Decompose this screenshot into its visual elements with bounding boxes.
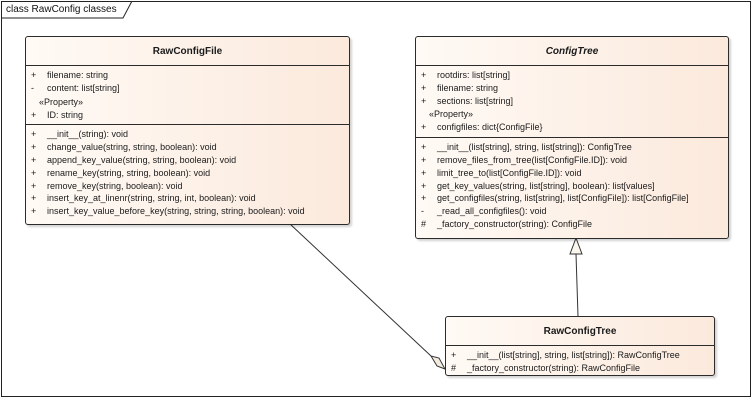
visibility-marker: + xyxy=(421,193,427,204)
operation-row[interactable]: + rename_key(string, string, boolean): vo… xyxy=(26,167,349,180)
operation-text: _factory_constructor(string): ConfigFile xyxy=(437,218,593,229)
operation-text: change_value(string, string, boolean): v… xyxy=(47,142,217,153)
operation-row[interactable]: + insert_key_at_linenr(string, string, in… xyxy=(26,192,349,205)
visibility-marker: # xyxy=(451,362,457,373)
class-config-tree[interactable]: ConfigTree + rootdirs: list[string] + file… xyxy=(415,36,729,239)
operation-text: __init__(string): void xyxy=(47,129,129,140)
visibility-marker: + xyxy=(451,350,457,360)
visibility-marker: + xyxy=(31,142,37,153)
operation-row[interactable]: + remove_files_from_tree(list[ConfigFile.… xyxy=(416,154,728,167)
visibility-marker: + xyxy=(31,167,37,178)
aggregation-line[interactable] xyxy=(289,223,432,357)
operations-section: + __init__(string): void + change_value(st… xyxy=(26,124,349,221)
attribute-row[interactable]: + sections: list[string] xyxy=(416,95,728,108)
operation-text: rename_key(string, string, boolean): voi… xyxy=(47,167,211,178)
attribute-text: filename: string xyxy=(437,82,499,93)
operation-row[interactable]: + remove_key(string, boolean): void xyxy=(26,180,349,193)
property-text: ID: string xyxy=(47,109,84,120)
visibility-marker: + xyxy=(421,82,427,93)
attribute-row[interactable]: + filename: string xyxy=(26,69,349,82)
operation-text: limit_tree_to(list[ConfigFile.ID]): void xyxy=(437,167,582,178)
operation-text: _factory_constructor(string): RawConfigF… xyxy=(467,362,641,373)
aggregation-diamond-icon xyxy=(429,355,447,370)
attribute-text: rootdirs: list[string] xyxy=(437,70,511,80)
visibility-marker: + xyxy=(421,70,427,80)
attributes-section: + filename: string - content: list[string]… xyxy=(26,66,349,124)
attribute-row[interactable]: + rootdirs: list[string] xyxy=(416,69,728,82)
attribute-text: content: list[string] xyxy=(47,82,120,93)
visibility-marker: + xyxy=(421,167,427,178)
generalization-line[interactable] xyxy=(575,253,579,317)
visibility-marker: + xyxy=(421,122,427,133)
property-row[interactable]: + configfiles: dict{ConfigFile} xyxy=(416,121,728,134)
operation-text: remove_files_from_tree(list[ConfigFile.I… xyxy=(437,154,628,165)
frame-tab-shape xyxy=(1,1,133,19)
visibility-marker: + xyxy=(421,180,427,191)
visibility-marker: + xyxy=(31,193,37,204)
operation-text: get_configfiles(string, list[string], li… xyxy=(437,193,689,204)
property-stereotype: «Property» xyxy=(39,96,84,107)
attributes-section: + rootdirs: list[string] + filename: strin… xyxy=(416,66,728,137)
frame-title: class RawConfig classes xyxy=(6,4,117,15)
operation-text: __init__(list[string], string, list[stri… xyxy=(467,350,680,360)
operation-text: _read_all_configfiles(): void xyxy=(437,206,547,217)
attribute-text: filename: string xyxy=(47,70,109,80)
visibility-marker: + xyxy=(31,129,37,140)
operation-row[interactable]: - _read_all_configfiles(): void xyxy=(416,205,728,218)
operation-text: insert_key_at_linenr(string, string, int… xyxy=(47,193,256,204)
property-stereotype: «Property» xyxy=(429,109,474,120)
visibility-marker: # xyxy=(421,218,427,229)
operation-row[interactable]: + get_configfiles(string, list[string], l… xyxy=(416,192,728,205)
class-raw-config-tree[interactable]: RawConfigTree + __init__(list[string], st… xyxy=(445,316,715,376)
visibility-marker: - xyxy=(421,206,424,217)
visibility-marker: - xyxy=(31,82,34,93)
property-row[interactable]: + ID: string xyxy=(26,109,349,122)
operation-row[interactable]: + __init__(string): void xyxy=(26,128,349,141)
operations-section: + __init__(list[string], string, list[str… xyxy=(416,137,728,234)
attribute-text: sections: list[string] xyxy=(437,95,514,106)
property-text: configfiles: dict{ConfigFile} xyxy=(437,122,543,133)
operation-row[interactable]: + __init__(list[string], string, list[str… xyxy=(446,349,714,362)
class-name: RawConfigTree xyxy=(446,317,714,346)
visibility-marker: + xyxy=(31,109,37,120)
visibility-marker: + xyxy=(421,154,427,165)
operation-row[interactable]: + __init__(list[string], string, list[str… xyxy=(416,141,728,154)
class-name: RawConfigFile xyxy=(26,37,349,66)
visibility-marker: + xyxy=(31,70,37,80)
visibility-marker: + xyxy=(31,154,37,165)
attribute-row[interactable]: - content: list[string] xyxy=(26,82,349,95)
class-raw-config-file[interactable]: RawConfigFile + filename: string - content… xyxy=(25,36,350,225)
operation-row[interactable]: + limit_tree_to(list[ConfigFile.ID]): voi… xyxy=(416,167,728,180)
visibility-marker: + xyxy=(31,180,37,191)
operation-text: insert_key_value_before_key(string, stri… xyxy=(47,206,305,217)
visibility-marker: + xyxy=(421,95,427,106)
attribute-row[interactable]: + filename: string xyxy=(416,82,728,95)
operation-row[interactable]: + get_key_values(string, list[string], bo… xyxy=(416,180,728,193)
operation-row[interactable]: # _factory_constructor(string): ConfigFil… xyxy=(416,218,728,231)
operation-text: __init__(list[string], string, list[stri… xyxy=(437,142,632,153)
visibility-marker: + xyxy=(421,142,427,153)
operations-section: + __init__(list[string], string, list[str… xyxy=(446,346,714,378)
operation-text: remove_key(string, boolean): void xyxy=(47,180,183,191)
operation-row[interactable]: + insert_key_value_before_key(string, str… xyxy=(26,205,349,218)
operation-row[interactable]: + append_key_value(string, string, boolea… xyxy=(26,154,349,167)
visibility-marker: + xyxy=(31,206,37,217)
generalization-arrow-icon xyxy=(569,236,583,255)
operation-text: get_key_values(string, list[string], boo… xyxy=(437,180,655,191)
class-name: ConfigTree xyxy=(416,37,728,66)
operation-row[interactable]: + change_value(string, string, boolean): … xyxy=(26,141,349,154)
operation-text: append_key_value(string, string, boolean… xyxy=(47,154,237,165)
operation-row[interactable]: # _factory_constructor(string): RawConfig… xyxy=(446,362,714,375)
